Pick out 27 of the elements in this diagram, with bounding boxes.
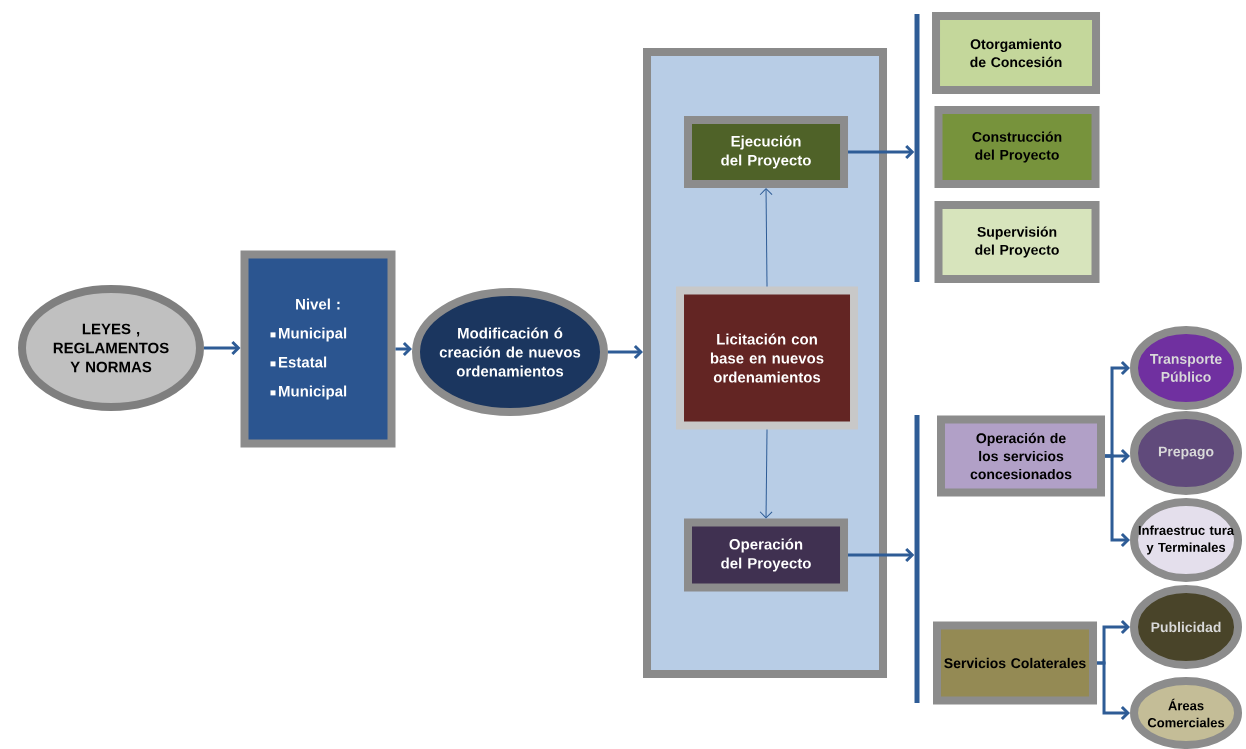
arrow xyxy=(204,340,241,356)
arrow xyxy=(848,547,915,563)
process-box: Otorgamiento de Concesión xyxy=(932,12,1100,94)
arrow xyxy=(608,344,643,360)
oval-node: Publicidad xyxy=(1130,585,1242,669)
oval-node: Modificación ó creación de nuevos ordenamientos xyxy=(412,288,608,416)
process-box: Ejecución del Proyecto xyxy=(684,116,848,188)
oval-node: Prepago xyxy=(1130,411,1242,495)
process-box: Servicios Colaterales xyxy=(933,621,1097,705)
oval-node: Áreas Comerciales xyxy=(1130,677,1242,749)
oval-node: Transporte Público xyxy=(1130,326,1242,410)
list-box: Nivel : Municipal Estatal Municipal xyxy=(240,250,396,448)
bracket-bar xyxy=(914,14,920,282)
arrow xyxy=(1105,454,1131,548)
arrow xyxy=(848,144,915,160)
arrow xyxy=(759,188,773,287)
oval-node: LEYES , REGLAMENTOS Y NORMAS xyxy=(18,285,204,411)
process-box: Licitación con base en nuevos ordenamientos xyxy=(676,286,858,430)
process-box: Supervisión del Proyecto xyxy=(934,201,1100,283)
process-box: Operación del Proyecto xyxy=(684,518,848,592)
arrow xyxy=(395,341,412,357)
oval-node: Infraestruc tura y Terminales xyxy=(1130,498,1242,582)
process-box: Construcción del Proyecto xyxy=(934,106,1100,188)
process-box: Operación de los servicios concesionados xyxy=(937,415,1105,497)
arrow xyxy=(759,429,773,519)
bracket-bar xyxy=(914,415,920,703)
arrow xyxy=(1097,661,1131,721)
